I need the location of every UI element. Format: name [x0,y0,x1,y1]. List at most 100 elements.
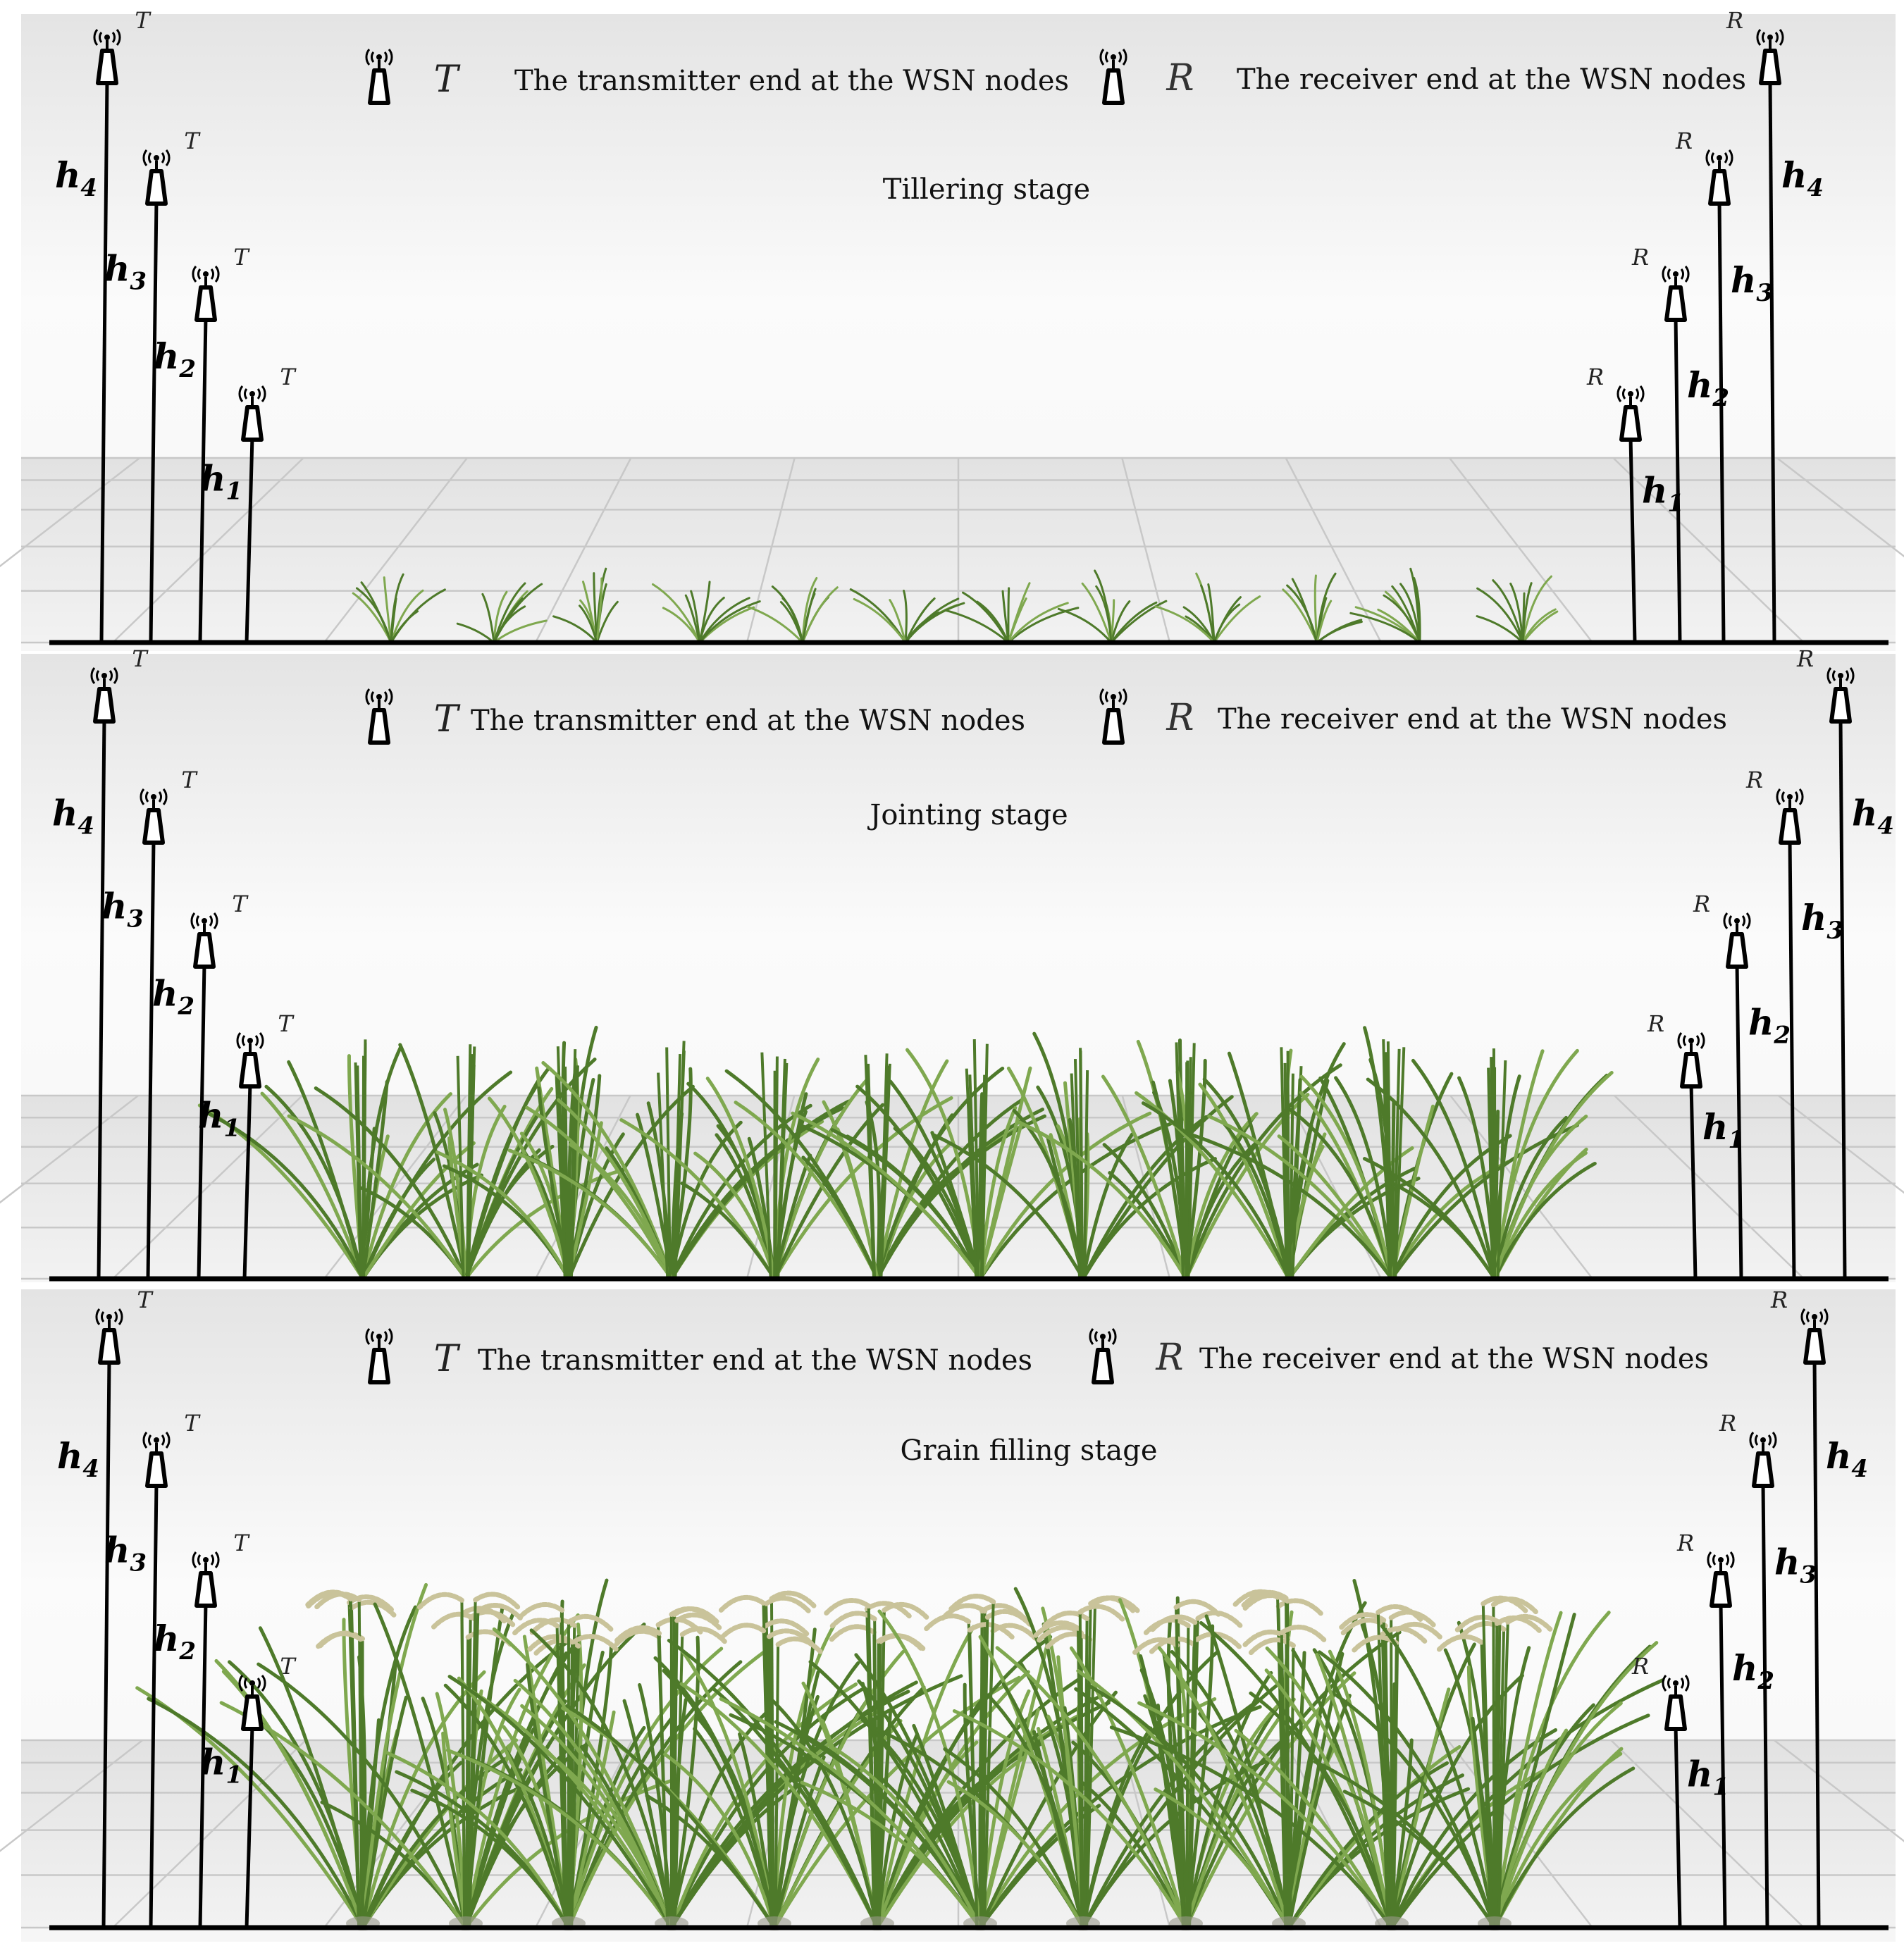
rice-plant [197,1039,513,1281]
rice-plant [651,581,761,644]
rice-plant [931,1031,1234,1281]
leaf [791,1111,982,1281]
antenna-pole [198,316,208,643]
antenna-pole [97,718,106,1279]
height-label: h4 [1852,793,1894,841]
leaf [1390,1713,1650,1930]
height-label-subscript: 4 [1807,174,1824,202]
leaf [772,1628,817,1930]
leaf [877,1609,982,1930]
leaf [875,1066,1005,1281]
stem [460,1600,466,1928]
leaf [1316,600,1333,644]
stem [1481,1604,1493,1928]
height-label-subscript: 1 [1712,1773,1729,1801]
leaf [481,593,495,644]
node-end-label: T [233,1530,250,1556]
height-label-subscript: 1 [223,1115,240,1143]
stem [1187,1622,1197,1928]
transmitter-node: Th2 [154,244,250,643]
rice-plant [552,567,619,644]
leaf [567,1121,603,1281]
leaf [1411,1058,1497,1281]
panicle [566,1613,614,1632]
panicle [614,1628,662,1647]
leaf [801,1155,879,1281]
antenna-pole [1838,718,1847,1279]
height-label-main: h [152,972,178,1014]
height-label: h2 [154,335,196,383]
leaf [565,1704,777,1930]
height-label-main: h [198,1095,223,1136]
leaf [1287,1144,1325,1281]
leaf [801,588,817,644]
leaf [855,1084,982,1281]
stem [1280,1047,1288,1279]
leaf [464,1169,622,1281]
panicle [948,1594,996,1612]
panicle [882,1601,929,1620]
height-label: h1 [1687,1753,1729,1801]
legend-transmitter-symbol: T [434,58,461,101]
stem [1390,1618,1393,1928]
height-label-main: h [57,1435,82,1477]
panicle [512,1618,560,1636]
leaf [1287,1694,1352,1930]
height-label-subscript: 4 [82,1455,99,1483]
antenna-pole [99,80,109,643]
panicle [1173,1599,1221,1617]
leaf [808,1660,982,1930]
antenna-pole [245,1725,254,1928]
height-label: h3 [104,248,147,296]
leaf [889,599,907,644]
panicle [346,1594,394,1613]
leaf [595,577,603,644]
antenna-pole [197,963,206,1279]
height-label-main: h [1852,793,1877,834]
leaf [214,1658,365,1930]
leaf [693,1151,777,1281]
leaf [464,1727,536,1930]
crop-row [135,1578,1665,1930]
leaf [493,619,548,644]
leaf [464,1078,540,1281]
rice-plant [791,1039,1185,1281]
height-label: h2 [154,1618,196,1666]
leaf [961,591,1010,644]
leaf [390,588,446,644]
panicle [416,1592,464,1610]
antenna-pole [1717,200,1726,643]
stem [464,1637,470,1928]
leaf [875,1059,949,1281]
leaf [1316,572,1337,644]
panicle [718,1594,766,1613]
leaf [1390,1104,1435,1281]
leaf [287,1114,468,1281]
leaf [1207,1114,1394,1281]
leaf [1198,1082,1291,1281]
leaf [1234,1728,1394,1930]
height-label-main: h [200,458,225,500]
stem [879,1063,891,1279]
height-label: h1 [200,1742,242,1790]
leaf [1521,608,1557,644]
leaf [464,1725,564,1930]
height-label-subscript: 1 [225,1761,242,1790]
leaf [1492,1766,1636,1930]
leaf [889,1079,982,1281]
height-label-subscript: 1 [1667,489,1684,517]
panicle [876,1632,924,1651]
antenna-pole [1735,963,1743,1279]
leaf [361,1582,428,1930]
panicle [769,1590,817,1608]
height-label-subscript: 3 [1756,279,1773,307]
height-label: h4 [55,154,97,202]
receiver-node: Rh1 [1631,1653,1729,1928]
stem [1280,1632,1288,1928]
rice-plant [619,1052,953,1281]
antenna-pole [1788,839,1796,1279]
height-label-subscript: 4 [1851,1455,1868,1483]
stem [979,1074,987,1279]
stem [556,1046,567,1279]
leaf [1001,1682,1085,1930]
